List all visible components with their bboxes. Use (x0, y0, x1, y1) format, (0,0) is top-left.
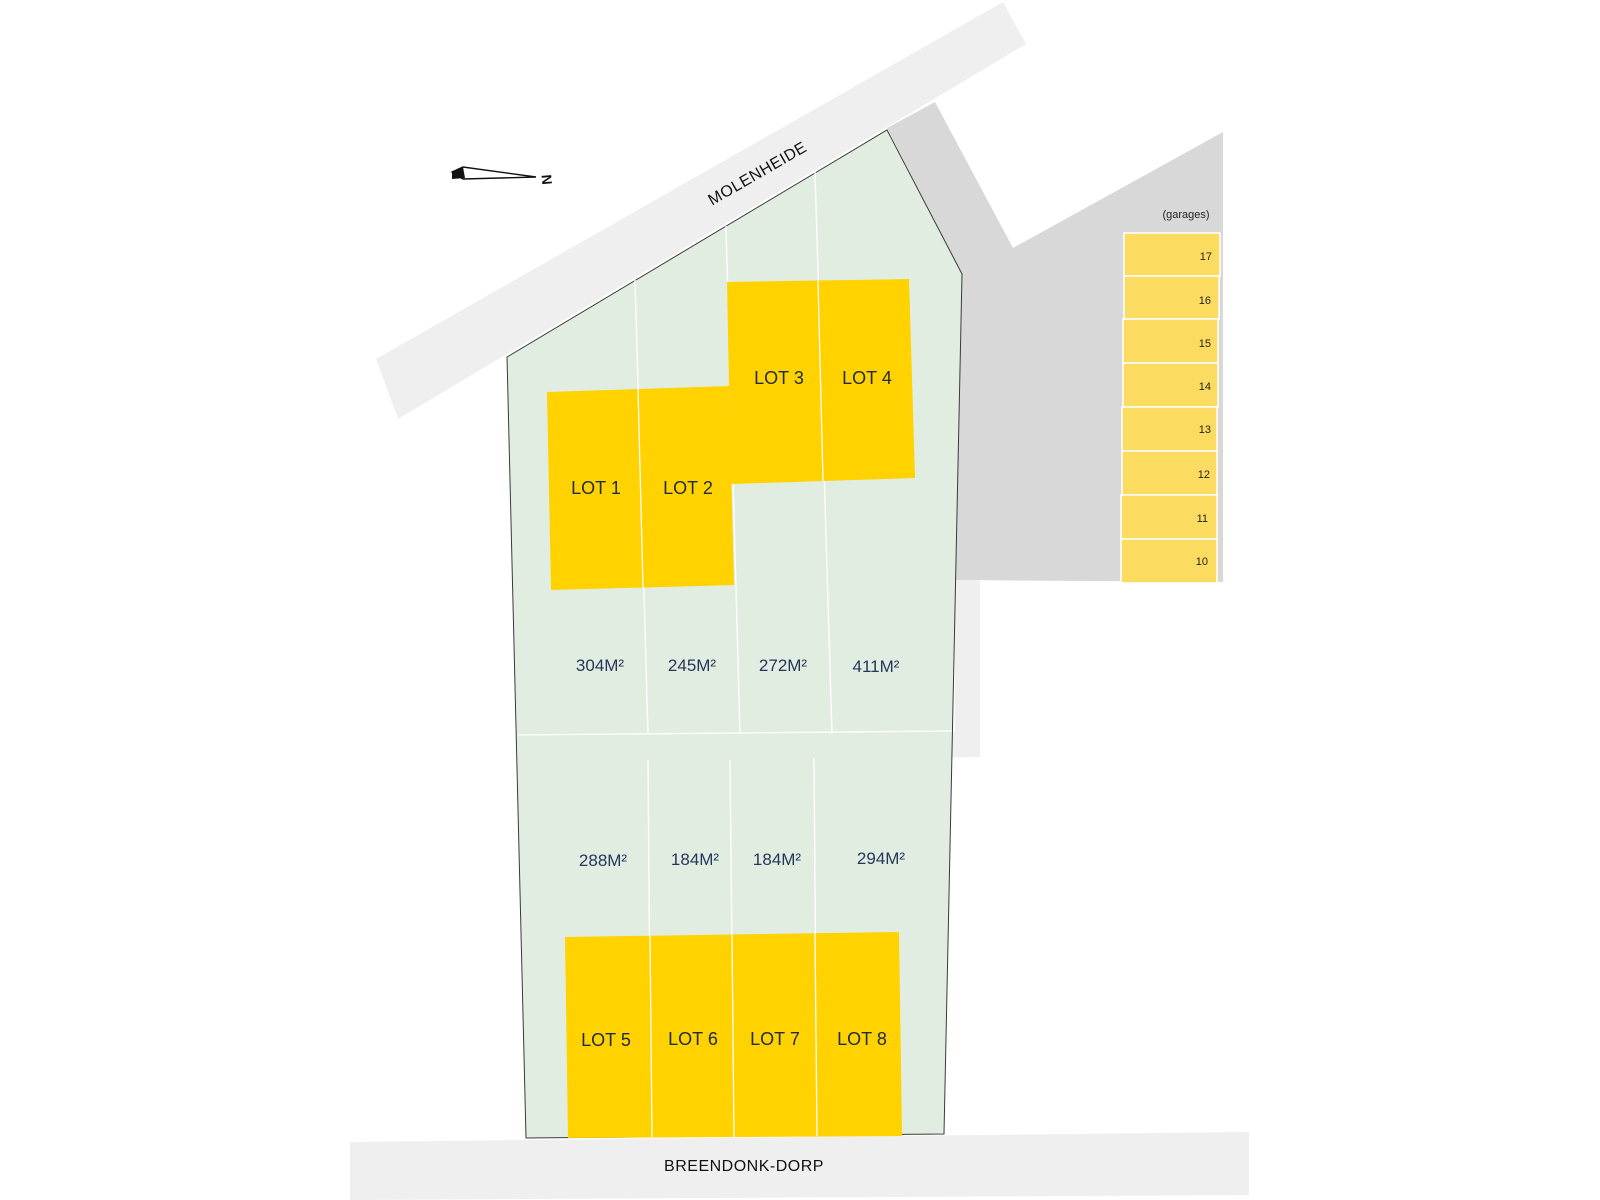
garage-number: 15 (1199, 338, 1211, 350)
garage-14 (1122, 362, 1219, 408)
lot-label: LOT 5 (581, 1030, 631, 1050)
lot-label: LOT 4 (842, 368, 892, 388)
lot-area: 294M² (857, 849, 906, 868)
garages-heading: (garages) (1162, 209, 1209, 221)
lot-area: 184M² (671, 850, 720, 869)
street-label-breendonk-dorp: BREENDONK-DORP (664, 1158, 824, 1175)
lot-label: LOT 3 (754, 368, 804, 388)
lot-area: 304M² (576, 656, 625, 675)
lot-area: 288M² (579, 851, 628, 870)
garage-number: 11 (1197, 513, 1208, 525)
lot-label: LOT 6 (668, 1029, 718, 1049)
lot-label: LOT 7 (750, 1029, 800, 1049)
garage-number: 16 (1199, 295, 1211, 307)
breendonk-dorp-road (350, 1132, 1249, 1200)
molenheide-road (376, 2, 1026, 419)
lot-area: 184M² (753, 850, 802, 869)
lot-label: LOT 1 (571, 478, 621, 498)
lot-label: LOT 8 (837, 1029, 887, 1049)
lot-label: LOT 2 (663, 478, 713, 498)
garage-13 (1121, 406, 1218, 452)
garage-10 (1120, 538, 1218, 584)
garage-block (1120, 232, 1221, 584)
garage-number: 17 (1200, 251, 1212, 263)
lot-area: 272M² (759, 656, 808, 675)
garage-number: 10 (1196, 556, 1208, 568)
garage-16 (1123, 275, 1220, 320)
lot-area: 245M² (668, 656, 717, 675)
north-arrow-icon: N (450, 166, 556, 185)
garage-number: 13 (1199, 424, 1211, 436)
lot-area: 411M² (853, 657, 900, 676)
garage-11 (1120, 494, 1218, 540)
north-label: N (539, 174, 556, 185)
garage-number: 14 (1199, 381, 1211, 393)
garage-15 (1122, 318, 1219, 364)
garage-number: 12 (1198, 469, 1210, 481)
